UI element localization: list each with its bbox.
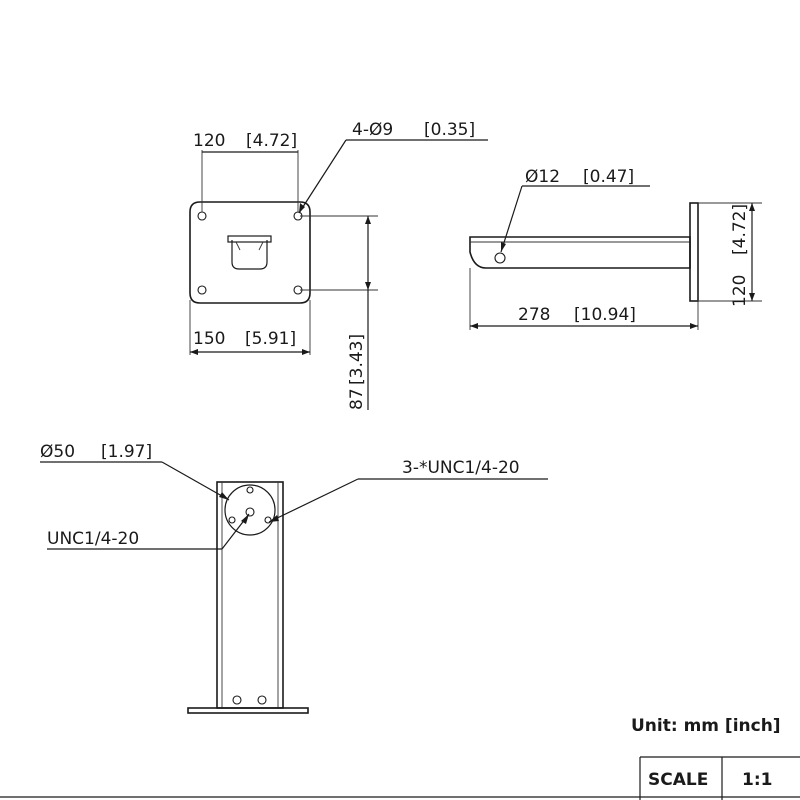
thread-center-label: UNC1/4-20 [47,529,139,549]
post-base [187,707,309,714]
thread-hole [228,516,236,524]
arm-length-inch: [10.94] [574,305,636,325]
wall-plate-height: 120 [730,275,750,307]
plate-width: 150 [193,329,225,349]
plate-width-inch: [5.91] [245,329,296,349]
plate-hole [197,285,207,295]
arm-outline [469,236,691,269]
plate-bracket [231,240,268,270]
plate-height-inch: [3.43] [347,334,367,385]
plate-outline [189,201,311,304]
front-view: Ø50 [1.97] 3-*UNC1/4-20 UNC1/4-20 [40,442,548,714]
thread-multi-label: 3-*UNC1/4-20 [402,458,520,478]
plate-height: 87 [347,388,367,410]
side-view: Ø12 [0.47] 278 [10.94] 120 [4.72] [469,167,762,330]
base-hole [232,695,242,705]
center-thread-hole [245,507,255,517]
arm-length: 278 [518,305,550,325]
plate-hole [197,211,207,221]
thread-hole [246,486,254,494]
plate-bracket-top [227,235,272,243]
mount-circle [224,484,276,536]
scale-value: 1:1 [742,770,772,790]
title-block: Unit: mm [inch] SCALE 1:1 [0,716,800,800]
wall-plate-side [689,202,699,302]
base-hole [257,695,267,705]
unit-label: Unit: mm [inch] [631,716,781,736]
mount-circle-dia: Ø50 [40,442,75,462]
wall-plate-height-inch: [4.72] [730,204,750,255]
scale-label: SCALE [648,770,708,790]
plate-hole-spacing-inch: [4.72] [246,131,297,151]
arm-hole [494,252,506,264]
arm-hole-dia-inch: [0.47] [583,167,634,187]
arm-hole-dia: Ø12 [525,167,560,187]
plate-hole-spacing: 120 [193,131,225,151]
mount-circle-dia-inch: [1.97] [101,442,152,462]
plate-holes-label: 4-Ø9 [352,120,393,140]
plate-view: 120 [4.72] 4-Ø9 [0.35] 150 [5.91] 87 [3.… [189,120,488,410]
plate-holes-inch: [0.35] [424,120,475,140]
